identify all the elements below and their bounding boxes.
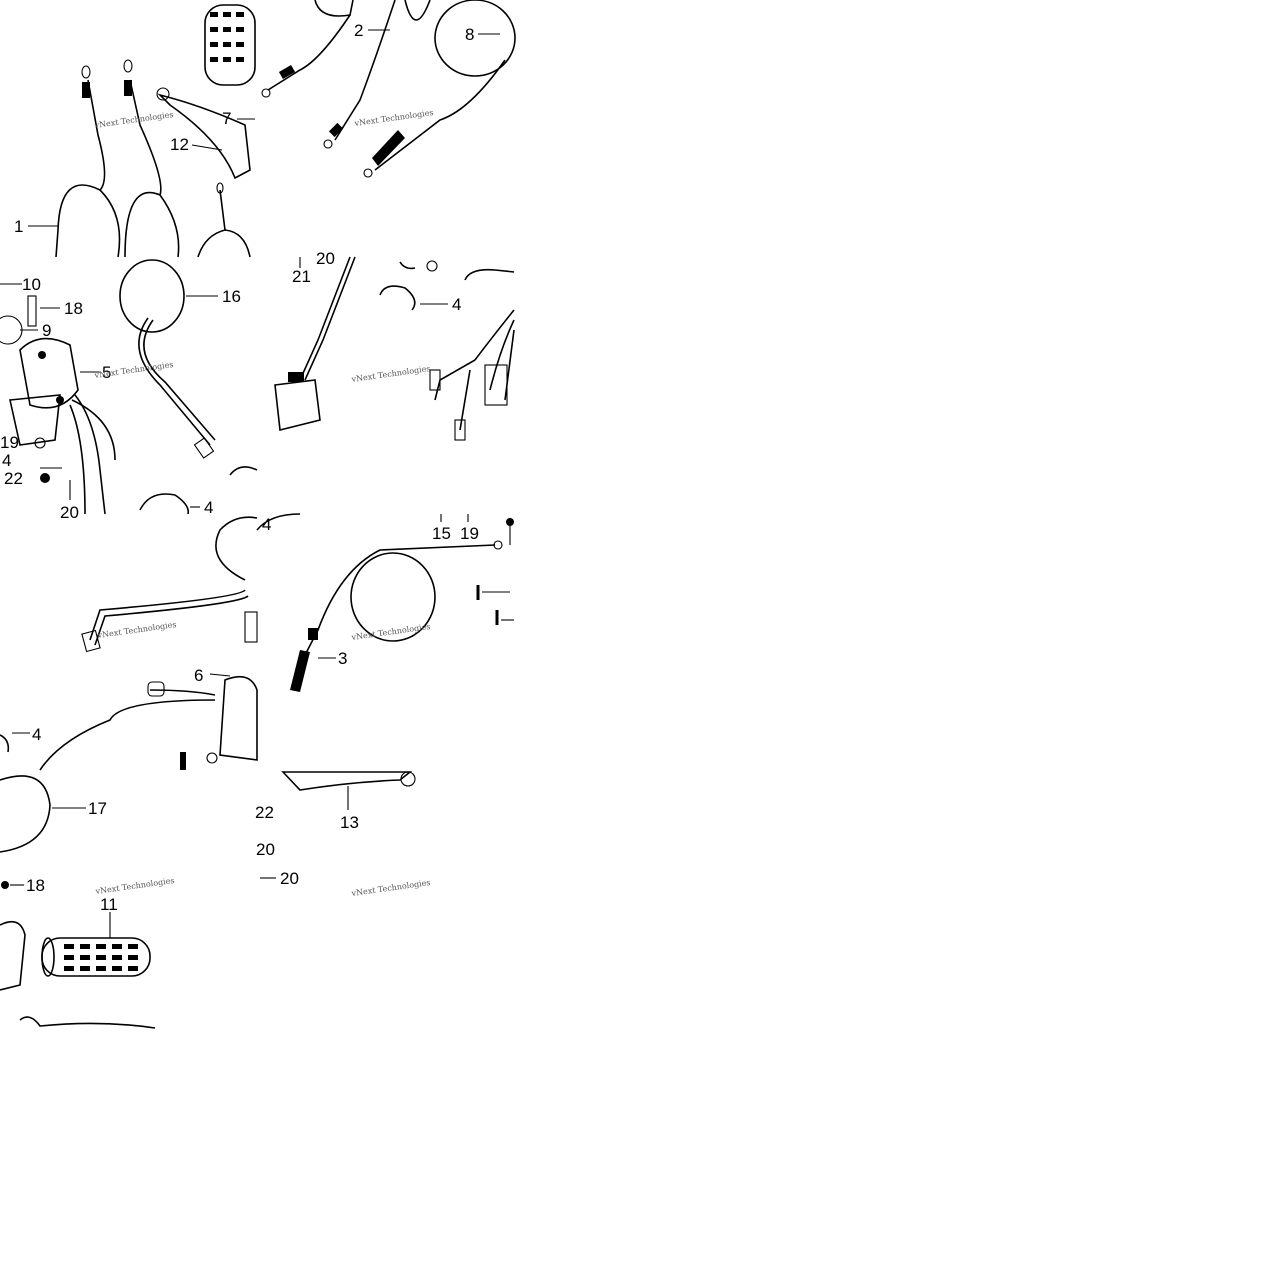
- callout-9: 9: [42, 321, 51, 340]
- watermark: vNext Technologies: [350, 364, 431, 384]
- tile-bottom-left: 4 6 4 17 18 11 vNext Technologies vNext …: [0, 513, 301, 1029]
- cable-21: [299, 256, 351, 381]
- cable-8: [374, 59, 506, 171]
- watermark: vNext Technologies: [353, 108, 434, 128]
- tile-middle-right: 21 20 4 vNext Technologies: [274, 249, 515, 441]
- callout-4: 4: [204, 498, 213, 517]
- callout-16: 16: [222, 287, 241, 306]
- watermark: vNext Technologies: [96, 620, 177, 640]
- callout-6: 6: [194, 666, 203, 685]
- callout-1: 1: [14, 217, 23, 236]
- watermark: vNext Technologies: [94, 876, 175, 896]
- clamp-4: [139, 493, 190, 515]
- callout-18: 18: [26, 876, 45, 895]
- cable-1: [55, 79, 106, 258]
- cable-1-loop-2: [124, 79, 162, 258]
- watermark: vNext Technologies: [93, 110, 174, 130]
- clamp-4: [379, 285, 416, 311]
- callout-20: 20: [316, 249, 335, 268]
- cable-2: [314, 0, 354, 17]
- callout-3: 3: [338, 649, 347, 668]
- callout-10: 10: [22, 275, 41, 294]
- callout-17: 17: [88, 799, 107, 818]
- watermark: vNext Technologies: [350, 622, 431, 642]
- clamp-4: [0, 734, 10, 753]
- tile-top-middle: 2 8 vNext Technologies: [261, 0, 516, 178]
- callout-20: 20: [280, 869, 299, 888]
- callout-18: 18: [64, 299, 83, 318]
- cable-3-loop: [350, 552, 436, 642]
- callout-11: 11: [100, 895, 118, 914]
- cable-8-loop: [434, 0, 516, 77]
- mirror-16: [119, 259, 185, 333]
- callout-4: 4: [262, 515, 271, 534]
- callout-20: 20: [60, 503, 79, 522]
- callout-15: 15: [432, 524, 451, 543]
- callout-12: 12: [170, 135, 189, 154]
- mirror-stem: [89, 589, 246, 641]
- callout-22: 22: [255, 803, 274, 822]
- switch-housing-6: [219, 675, 258, 761]
- callout-4: 4: [32, 725, 41, 744]
- callout-13: 13: [340, 813, 359, 832]
- switch-housing-5: [19, 337, 79, 409]
- grip-11: [41, 937, 151, 977]
- callout-7: 7: [222, 109, 231, 128]
- callout-4: 4: [452, 295, 461, 314]
- callout-2: 2: [354, 21, 363, 40]
- mirror-16-stem: [138, 317, 211, 446]
- tile-bottom-right: 15 19 3 22 13 20 20 vNext Technologies v…: [255, 514, 514, 898]
- tile-middle-left: 10 18 9 5 16 19 4 22 20 4 vNext Technolo…: [0, 259, 258, 522]
- callout-19: 19: [460, 524, 479, 543]
- mirror-17: [0, 775, 51, 853]
- callout-21: 21: [292, 267, 311, 286]
- lever-13: [281, 771, 413, 791]
- callout-5: 5: [102, 363, 111, 382]
- cable-3: [304, 544, 496, 656]
- tile-top-left: 1 12 7 vNext Technologies: [14, 4, 256, 258]
- callout-20: 20: [256, 840, 275, 859]
- callout-22: 22: [4, 469, 23, 488]
- watermark: vNext Technologies: [350, 878, 431, 898]
- wire-harness: [429, 309, 515, 441]
- connector: [274, 379, 321, 431]
- callout-4: 4: [2, 451, 11, 470]
- lever-12: [157, 93, 251, 180]
- grip-top: [204, 4, 256, 86]
- callout-8: 8: [465, 25, 474, 44]
- callout-19: 19: [0, 433, 19, 452]
